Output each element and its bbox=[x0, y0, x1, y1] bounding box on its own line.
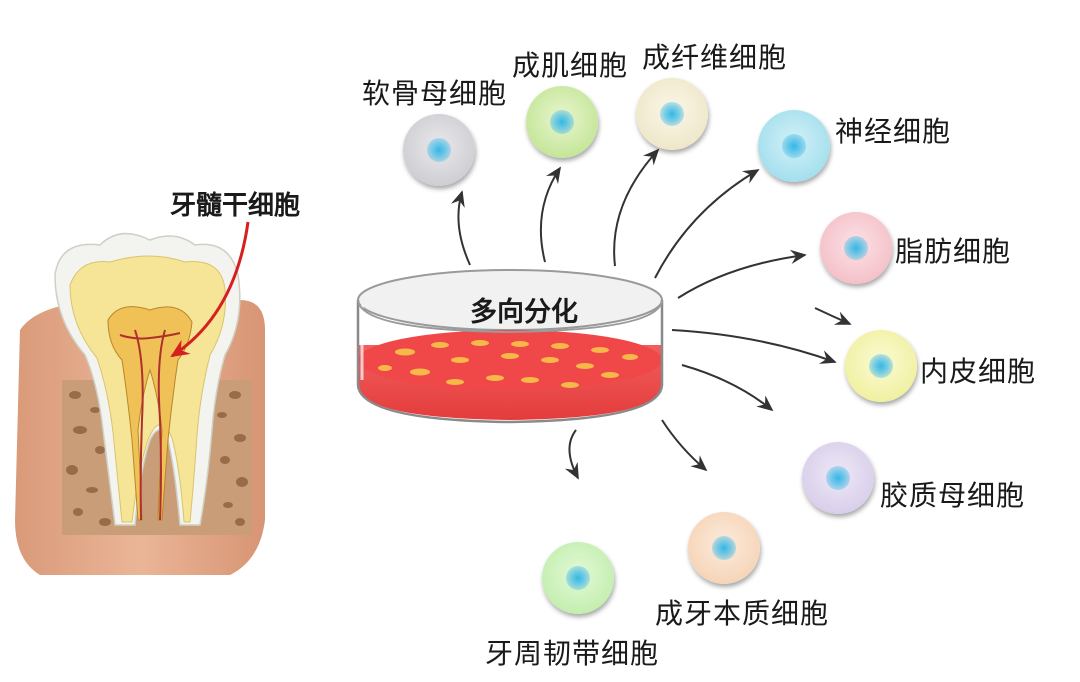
source-cell-label: 牙髓干细胞 bbox=[170, 191, 301, 221]
dish-wall bbox=[356, 300, 664, 424]
dish-label: 多向分化 bbox=[470, 297, 578, 328]
culture-dots bbox=[378, 340, 638, 388]
cell-nucleus bbox=[869, 354, 893, 378]
arrow-to-pdl bbox=[564, 429, 579, 480]
odontoblast-label: 成牙本质细胞 bbox=[655, 597, 830, 630]
chondrocyte-label: 软骨母细胞 bbox=[362, 77, 508, 110]
glioblast-label: 胶质母细胞 bbox=[880, 479, 1026, 512]
arrow-to-adipocyte-2 bbox=[814, 307, 852, 325]
cell-nucleus bbox=[550, 110, 574, 134]
myoblast-label: 成肌细胞 bbox=[512, 49, 629, 82]
bone-pores bbox=[66, 391, 248, 526]
cell-nucleus bbox=[660, 102, 684, 126]
neuron-label: 神经细胞 bbox=[835, 115, 952, 148]
endothelial-label: 内皮细胞 bbox=[920, 355, 1037, 388]
chondrocyte-cell bbox=[403, 114, 475, 186]
pdl-cell bbox=[542, 542, 614, 614]
dish-rim-front bbox=[357, 299, 663, 334]
tooth-illustration bbox=[15, 221, 265, 575]
cell-nucleus bbox=[427, 138, 451, 162]
differentiation-arrows bbox=[450, 148, 852, 480]
pulp-vessels bbox=[119, 329, 181, 521]
dish-medium-surface bbox=[358, 330, 662, 390]
arrow-to-glioblast bbox=[681, 364, 774, 412]
arrow-to-neuron bbox=[654, 169, 760, 279]
arrow-to-chondrocyte bbox=[450, 190, 471, 266]
arrow-to-fibroblast bbox=[613, 148, 660, 267]
fibroblast-cell bbox=[636, 78, 708, 150]
arrow-to-endothelial bbox=[671, 329, 837, 364]
arrow-to-myoblast bbox=[539, 166, 561, 263]
pulp-pointer-arrow bbox=[170, 221, 250, 358]
cell-nucleus bbox=[566, 566, 590, 590]
cell-nucleus bbox=[782, 134, 806, 158]
pdl-label: 牙周韧带细胞 bbox=[485, 637, 660, 670]
petri-dish bbox=[356, 269, 664, 424]
cell-nucleus bbox=[826, 466, 850, 490]
odontoblast-cell bbox=[688, 512, 760, 584]
endothelial-cell bbox=[845, 330, 917, 402]
cell-nucleus bbox=[712, 536, 736, 560]
adipocyte-cell bbox=[820, 212, 892, 284]
arrow-to-odontoblast bbox=[661, 419, 708, 472]
fibroblast-label: 成纤维细胞 bbox=[642, 41, 788, 74]
neuron-cell bbox=[758, 110, 830, 182]
glioblast-cell bbox=[802, 442, 874, 514]
adipocyte-label: 脂肪细胞 bbox=[895, 235, 1012, 268]
cell-nucleus bbox=[844, 236, 868, 260]
tooth-pulp bbox=[107, 306, 193, 521]
arrow-to-adipocyte bbox=[677, 249, 807, 299]
myoblast-cell bbox=[526, 86, 598, 158]
